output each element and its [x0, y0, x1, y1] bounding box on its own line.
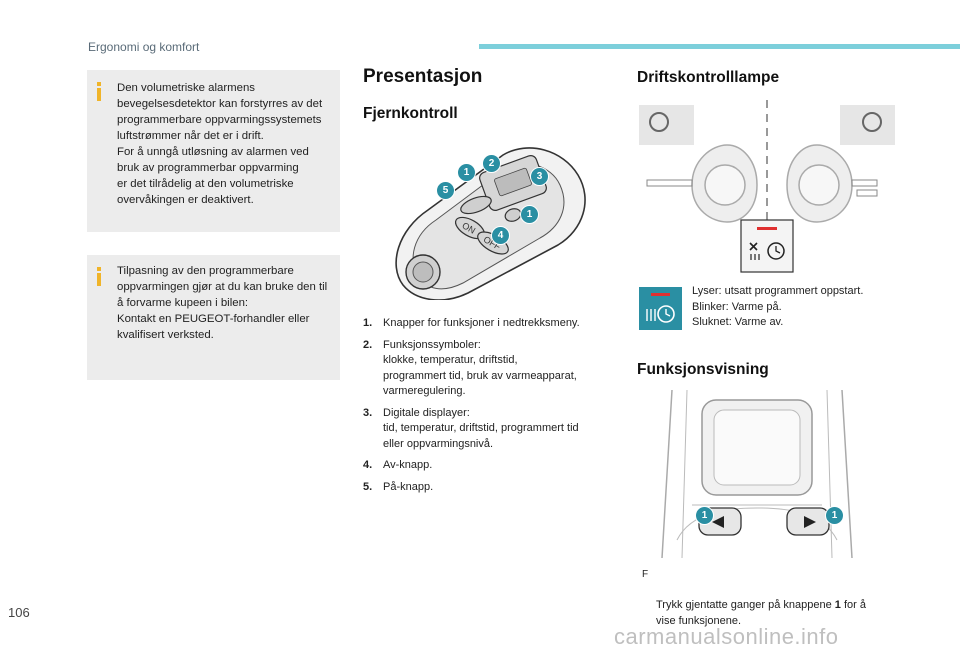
item-text: Digitale displayer: tid, temperatur, dri… — [383, 406, 579, 450]
indicator-heading: Driftskontrolllampe — [637, 69, 780, 86]
info-note-alarm: Den volumetriske alarmens bevegelsesdete… — [87, 70, 340, 232]
item-number: 3. — [363, 406, 373, 419]
item-text: Knapper for funksjoner i nedtrekksmeny. — [383, 317, 580, 329]
console-illustration: 1 1 — [642, 389, 872, 559]
list-item: 4. Av-knapp. — [363, 458, 613, 474]
list-item: 3. Digitale displayer: tid, temperatur, d… — [363, 406, 613, 453]
item-text: Funksjonssymboler: klokke, temperatur, d… — [383, 338, 577, 398]
display-instruction: F Trykk gjentatte ganger på knappene 1 f… — [642, 567, 902, 645]
list-item: 2. Funksjonssymboler: klokke, temperatur,… — [363, 338, 613, 400]
callout-badge: 1 — [825, 506, 844, 525]
page-title: Presentasjon — [363, 66, 483, 87]
indicator-description: Lyser: utsatt programmert oppstart. Blin… — [692, 285, 864, 328]
item-text: På-knapp. — [383, 480, 434, 493]
remote-control-drawing — [395, 147, 586, 301]
remote-legend-list: 1. Knapper for funksjoner i nedtrekksmeny… — [363, 316, 613, 501]
dashboard-drawing — [639, 100, 895, 273]
watermark: carmanualsonline.info — [614, 624, 839, 649]
list-item: 5. På-knapp. — [363, 480, 613, 496]
instruction-text: Trykk gjentatte ganger på knappene — [656, 599, 835, 611]
callout-badge: 1 — [520, 205, 539, 224]
instruction-bullet: F — [642, 569, 649, 580]
heater-indicator-drawing — [646, 293, 675, 323]
item-number: 1. — [363, 317, 373, 329]
remote-control-illustration: ON OFF 1 2 3 5 1 4 — [388, 135, 608, 301]
console-drawing — [661, 389, 853, 559]
info-icon — [96, 267, 102, 286]
item-number: 5. — [363, 480, 373, 493]
instruction-text-end: for å vise funksjonene. — [656, 599, 866, 627]
callout-badge: 1 — [457, 163, 476, 182]
item-number: 2. — [363, 338, 373, 351]
section-title: Ergonomi og komfort — [88, 40, 200, 54]
page-number: 106 — [8, 605, 30, 620]
callout-badge: 1 — [695, 506, 714, 525]
heater-indicator-icon — [639, 287, 682, 330]
item-number: 4. — [363, 459, 373, 471]
note-text: Den volumetriske alarmens bevegelsesdete… — [117, 82, 323, 206]
info-note-customization: Tilpasning av den programmerbare oppvarm… — [87, 255, 340, 380]
remote-heading: Fjernkontroll — [363, 105, 458, 122]
list-item: 1. Knapper for funksjoner i nedtrekksmeny… — [363, 316, 613, 332]
callout-badge: 4 — [491, 226, 510, 245]
callout-badge: 5 — [436, 181, 455, 200]
header-accent-bar — [479, 44, 960, 49]
instruction-button-ref: 1 — [834, 599, 841, 611]
dashboard-illustration — [637, 100, 897, 280]
callout-badge: 3 — [530, 167, 549, 186]
item-text: Av-knapp. — [383, 459, 433, 471]
info-icon — [96, 82, 102, 101]
callout-badge: 2 — [482, 154, 501, 173]
note-text: Tilpasning av den programmerbare oppvarm… — [117, 265, 328, 341]
display-heading: Funksjonsvisning — [637, 361, 769, 378]
